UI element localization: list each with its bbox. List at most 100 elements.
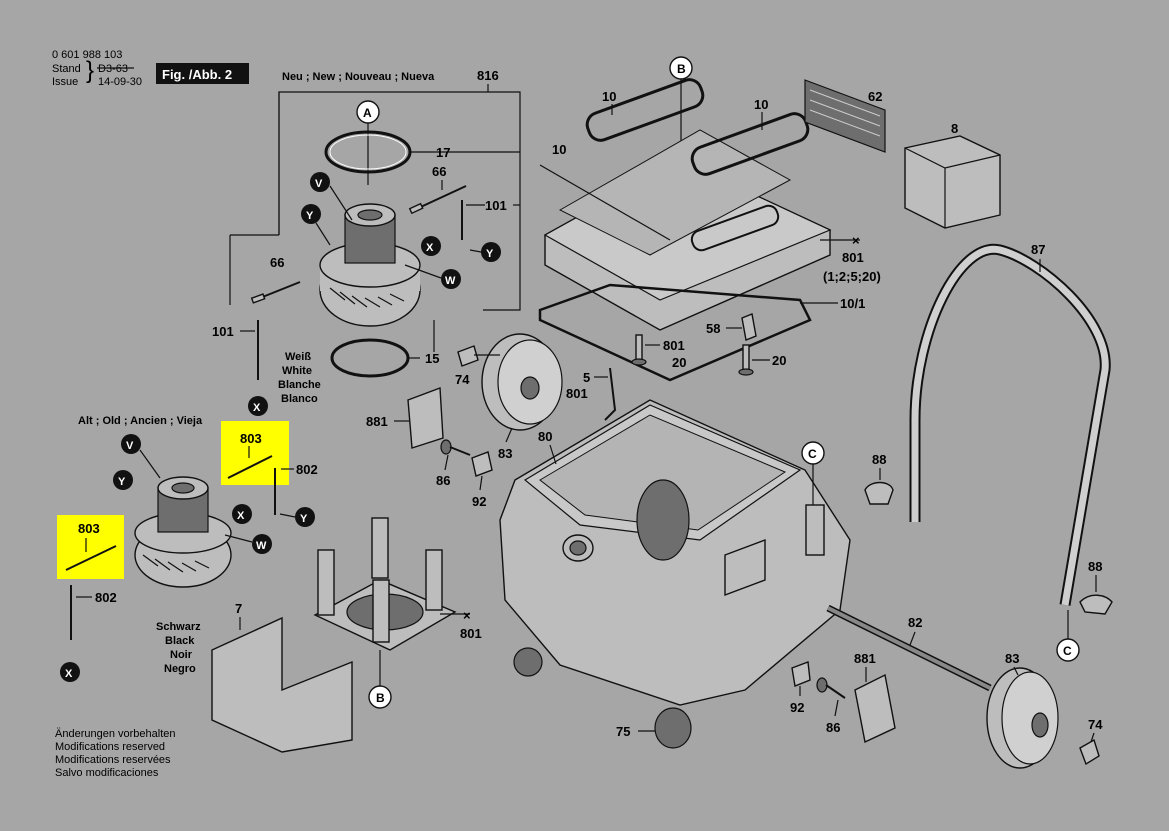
clamp-88-b: 88: [1079, 559, 1113, 615]
gasket-10-a: [585, 78, 705, 142]
footer-line-2: Modifications reservées: [55, 754, 171, 766]
callout-17: 17: [436, 145, 450, 160]
motor-head: B 10 10 10 62 8 × 801 (1;2;5;20) 10/1: [538, 56, 1001, 382]
white-label-3: Blanco: [281, 393, 318, 405]
svg-text:Y: Y: [486, 248, 494, 260]
brace-icon: }: [86, 57, 94, 84]
filter-basket: 801 × B: [313, 517, 482, 709]
svg-text:74: 74: [1088, 717, 1103, 732]
svg-text:V: V: [315, 178, 323, 190]
callout-801-d: 801: [566, 386, 588, 401]
callout-801-a-sub: (1;2;5;20): [823, 269, 881, 284]
callout-75: 75: [616, 724, 630, 739]
svg-text:82: 82: [908, 615, 922, 630]
marker-v-new: [310, 172, 330, 192]
callout-801-c: 801: [460, 626, 482, 641]
svg-text:C: C: [1063, 644, 1072, 658]
svg-text:B: B: [677, 62, 686, 76]
svg-text:×: ×: [463, 608, 471, 623]
black-label-2: Noir: [170, 649, 193, 661]
white-label-0: Weiß: [285, 351, 311, 363]
flap-881-b: 881: [854, 651, 896, 744]
highlight-803-b: [221, 421, 289, 485]
callout-10-1: 10/1: [840, 296, 865, 311]
callout-20-a: 20: [672, 355, 686, 370]
callout-62: 62: [868, 89, 882, 104]
part-7-cover: 7: [211, 601, 353, 753]
grille-62: [804, 79, 886, 153]
marker-y-old-2: [295, 507, 315, 527]
svg-text:86: 86: [826, 720, 840, 735]
caster-75: [654, 707, 692, 749]
callout-101-b: 101: [212, 324, 234, 339]
marker-y-new-2: [481, 242, 501, 262]
gasket-ring-15: [330, 338, 410, 378]
callout-802-a: 802: [296, 462, 318, 477]
marker-y-old: [113, 470, 133, 490]
svg-text:V: V: [126, 440, 134, 452]
seal-10-1: [538, 283, 812, 382]
svg-text:W: W: [445, 275, 456, 287]
front-wheel-83: 83: [986, 651, 1059, 769]
cap-74: 74: [455, 345, 500, 387]
svg-text:X: X: [65, 668, 73, 680]
marker-w-new: [441, 269, 461, 289]
black-label-1: Black: [165, 635, 195, 647]
callout-20-b: 20: [772, 353, 786, 368]
old-section-title: Alt ; Old ; Ancien ; Vieja: [78, 415, 203, 427]
callout-8: 8: [951, 121, 958, 136]
callout-101-a: 101: [485, 198, 507, 213]
svg-text:92: 92: [472, 494, 486, 509]
motor-old: [134, 476, 232, 588]
doc-number: 0 601 988 103: [52, 49, 122, 61]
footer-line-1: Modifications reserved: [55, 741, 165, 753]
screw-86-a: 86: [436, 439, 471, 488]
marker-v-old: [121, 434, 141, 454]
screw-86-b: 86: [816, 677, 846, 735]
latch-58: [741, 313, 757, 341]
clamp-88-a: 88: [864, 452, 894, 505]
handle-87: 87 C: [909, 242, 1111, 662]
screw-20-b: [742, 344, 750, 372]
svg-text:Y: Y: [306, 210, 314, 222]
callout-803-a: 803: [78, 521, 100, 536]
screw-20-a: [635, 334, 643, 362]
motor-new: [319, 203, 421, 327]
black-label-0: Schwarz: [156, 621, 201, 633]
svg-text:A: A: [363, 106, 372, 120]
foam-block-8: [904, 135, 1001, 229]
svg-text:C: C: [808, 447, 817, 461]
callout-58: 58: [706, 321, 720, 336]
callout-5: 5: [583, 370, 590, 385]
callout-15: 15: [425, 351, 439, 366]
new-section-title: Neu ; New ; Nouveau ; Nueva: [282, 71, 435, 83]
fig-label-box: [156, 63, 249, 84]
connector-803-a: [65, 545, 117, 571]
callout-803-b: 803: [240, 431, 262, 446]
callout-10-b: 10: [754, 97, 768, 112]
svg-text:881: 881: [854, 651, 876, 666]
footer-block: Änderungen vorbehalten Modifications res…: [55, 728, 175, 779]
svg-text:Y: Y: [300, 513, 308, 525]
callout-10-c: 10: [552, 142, 566, 157]
svg-text:83: 83: [1005, 651, 1019, 666]
rear-wheel-83: 83: [481, 333, 563, 461]
header-block: 0 601 988 103 Stand Issue } D3-63 14-09-…: [52, 49, 249, 88]
svg-text:88: 88: [1088, 559, 1102, 574]
cap-74-b: 74: [1079, 717, 1103, 766]
footer-line-3: Salvo modificaciones: [55, 767, 159, 779]
black-label-3: Negro: [164, 663, 196, 675]
callout-80: 80: [538, 429, 552, 444]
callout-10-a: 10: [602, 89, 616, 104]
svg-text:X: X: [237, 510, 245, 522]
svg-text:Y: Y: [118, 476, 126, 488]
old-motor-section: Alt ; Old ; Ancien ; Vieja V Y 803 802 Y…: [57, 415, 318, 682]
clip-92-b: 92: [790, 661, 811, 715]
callout-83-a: 83: [498, 446, 512, 461]
issue-label: Issue: [52, 76, 78, 88]
callout-881-a: 881: [366, 414, 388, 429]
svg-text:X: X: [253, 402, 261, 414]
clip-5: [604, 367, 617, 421]
